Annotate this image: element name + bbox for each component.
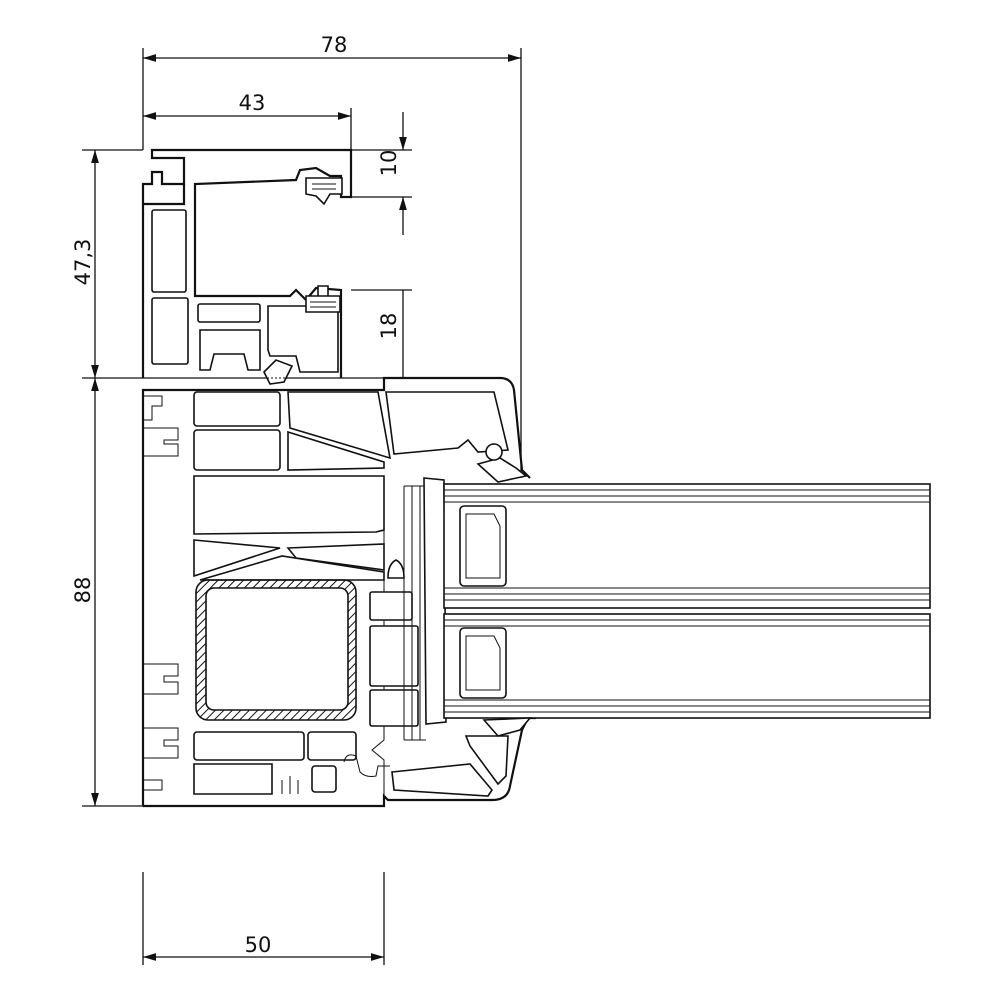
dim-overall-width: 78 <box>321 33 348 57</box>
dim-sash-height: 47,3 <box>71 239 95 286</box>
frame-profile <box>141 376 536 808</box>
glazing-unit <box>403 443 931 741</box>
upper-sash-profile <box>141 148 405 385</box>
dim-frame-depth: 50 <box>245 933 272 957</box>
dim-top-rebate: 10 <box>377 150 401 177</box>
dim-lower-rebate: 18 <box>377 313 401 340</box>
dim-frame-height: 88 <box>71 577 95 604</box>
dim-sash-width: 43 <box>239 91 266 115</box>
